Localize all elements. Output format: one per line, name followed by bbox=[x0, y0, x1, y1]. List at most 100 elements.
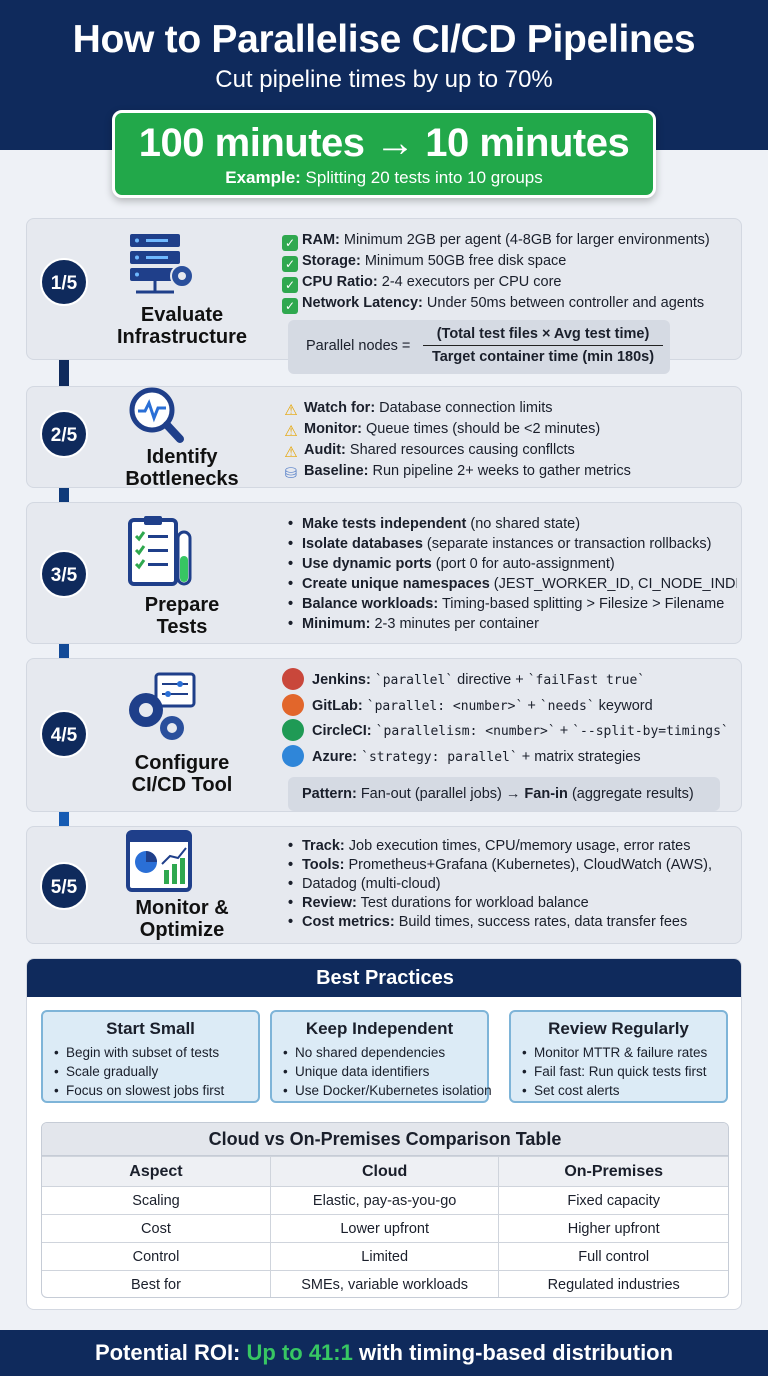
practice-title: Start Small bbox=[106, 1019, 195, 1038]
column-header: Cloud bbox=[269, 1156, 500, 1187]
table-row: Cost Lower upfront Higher upfront bbox=[42, 1214, 728, 1243]
list-item: ✓RAM: Minimum 2GB per agent (4-8GB for l… bbox=[282, 230, 737, 251]
list-item: Cost metrics: Build times, success rates… bbox=[282, 913, 737, 932]
list-item: ✓Network Latency: Under 50ms between con… bbox=[282, 293, 737, 314]
practice-card-start-small: Start Small Begin with subset of tests S… bbox=[41, 1010, 260, 1103]
practice-card-review-regularly: Review Regularly Monitor MTTR & failure … bbox=[509, 1010, 728, 1103]
list-item: Balance workloads: Timing-based splittin… bbox=[282, 594, 737, 614]
step-items: Make tests independent (no shared state)… bbox=[282, 514, 737, 634]
table-row: Control Limited Full control bbox=[42, 1242, 728, 1271]
list-item: ⚠Audit: Shared resources causing confllc… bbox=[282, 440, 737, 461]
clipboard-testtube-icon bbox=[122, 514, 196, 590]
list-item: Use dynamic ports (port 0 for auto-assig… bbox=[282, 554, 737, 574]
list-item: ✓CPU Ratio: 2-4 executors per CPU core bbox=[282, 272, 737, 293]
check-icon: ✓ bbox=[282, 256, 298, 272]
practice-title: Review Regularly bbox=[548, 1019, 689, 1038]
azure-icon bbox=[282, 744, 304, 767]
list-item: Make tests independent (no shared state) bbox=[282, 514, 737, 534]
list-item-continuation: Datadog (multi-cloud) bbox=[282, 875, 737, 894]
formula-denominator: Target container time (min 180s) bbox=[431, 349, 655, 365]
table-cell: Limited bbox=[269, 1242, 500, 1271]
gitlab-icon bbox=[282, 693, 304, 716]
table-cell: Higher upfront bbox=[498, 1214, 728, 1243]
gears-panel-icon bbox=[122, 672, 196, 744]
step-badge: 2/5 bbox=[40, 410, 88, 458]
list-item: ⚠Monitor: Queue times (should be <2 minu… bbox=[282, 419, 737, 440]
warning-icon: ⚠ bbox=[284, 444, 298, 461]
list-item: Set cost alerts bbox=[521, 1081, 726, 1100]
list-item: Fail fast: Run quick tests first bbox=[521, 1062, 726, 1081]
page-subtitle: Cut pipeline times by up to 70% bbox=[215, 66, 553, 93]
page-title: How to Parallelise CI/CD Pipelines bbox=[72, 18, 696, 61]
list-item: ⚠Watch for: Database connection limits bbox=[282, 398, 737, 419]
list-item: Create unique namespaces (JEST_WORKER_ID… bbox=[282, 574, 737, 594]
best-practices-title: Best Practices bbox=[27, 959, 741, 997]
hero-banner: 100 minutes → 10 minutes Example: Splitt… bbox=[112, 110, 656, 198]
list-item: Use Docker/Kubernetes isolation bbox=[282, 1081, 492, 1100]
step-items: Track: Job execution times, CPU/memory u… bbox=[282, 837, 737, 932]
list-item: Review: Test durations for workload bala… bbox=[282, 894, 737, 913]
practice-card-keep-independent: Keep Independent No shared dependencies … bbox=[270, 1010, 492, 1103]
server-gear-icon bbox=[122, 232, 196, 296]
step-badge: 4/5 bbox=[40, 710, 88, 758]
list-item: CircleCI: `parallelism: <number>` + `--s… bbox=[282, 719, 737, 745]
table-cell: Scaling bbox=[42, 1186, 271, 1215]
timeline-connector bbox=[59, 595, 69, 708]
list-item: No shared dependencies bbox=[282, 1043, 487, 1062]
circleci-icon bbox=[282, 719, 304, 741]
list-item: Azure: `strategy: parallel` + matrix str… bbox=[282, 744, 737, 771]
fan-out-pattern: Pattern: Fan-out (parallel jobs) → Fan-i… bbox=[288, 777, 720, 811]
practice-title: Keep Independent bbox=[305, 1019, 454, 1038]
table-row: Best for SMEs, variable workloads Regula… bbox=[42, 1270, 728, 1297]
warning-icon: ⚠ bbox=[284, 402, 298, 419]
roi-highlight: Up to 41:1 bbox=[246, 1340, 353, 1365]
list-item: ⛁Baseline: Run pipeline 2+ weeks to gath… bbox=[282, 461, 737, 482]
database-icon: ⛁ bbox=[284, 465, 298, 482]
formula-numerator: (Total test files × Avg test time) bbox=[423, 326, 663, 346]
table-cell: Cost bbox=[42, 1214, 271, 1243]
list-item: Begin with subset of tests bbox=[53, 1043, 258, 1062]
jenkins-icon bbox=[282, 668, 304, 690]
list-item: Focus on slowest jobs first bbox=[53, 1081, 258, 1100]
table-row: Scaling Elastic, pay-as-you-go Fixed cap… bbox=[42, 1186, 728, 1215]
hero-headline: 100 minutes → 10 minutes bbox=[138, 121, 630, 165]
list-item: ✓Storage: Minimum 50GB free disk space bbox=[282, 251, 737, 272]
table-cell: Fixed capacity bbox=[498, 1186, 728, 1215]
check-icon: ✓ bbox=[282, 235, 298, 251]
list-item: GitLab: `parallel: <number>` + `needs` k… bbox=[282, 693, 737, 720]
list-item: Tools: Prometheus+Grafana (Kubernetes), … bbox=[282, 856, 737, 875]
step-badge: 5/5 bbox=[40, 862, 88, 910]
column-header: On-Premises bbox=[498, 1156, 728, 1187]
dashboard-chart-icon bbox=[122, 830, 196, 894]
step-badge: 3/5 bbox=[40, 550, 88, 598]
roi-footer: Potential ROI: Up to 41:1 with timing-ba… bbox=[0, 1330, 768, 1376]
magnifier-pulse-icon bbox=[122, 384, 196, 448]
warning-icon: ⚠ bbox=[284, 423, 298, 440]
hero-example-label: Example: bbox=[225, 168, 301, 187]
tool-list: Jenkins: `parallel` directive + `failFas… bbox=[282, 668, 737, 770]
step-label: Monitor &Optimize bbox=[135, 897, 229, 941]
column-header: Aspect bbox=[42, 1156, 271, 1187]
table-cell: Best for bbox=[42, 1270, 271, 1297]
check-icon: ✓ bbox=[282, 298, 298, 314]
step-items: ⚠Watch for: Database connection limits ⚠… bbox=[282, 398, 737, 482]
parallel-nodes-formula: Parallel nodes = (Total test files × Avg… bbox=[288, 320, 670, 374]
list-item: Monitor MTTR & failure rates bbox=[521, 1043, 726, 1062]
table-cell: Lower upfront bbox=[269, 1214, 500, 1243]
table-cell: Elastic, pay-as-you-go bbox=[269, 1186, 500, 1215]
hero-example: Example: Splitting 20 tests into 10 grou… bbox=[115, 168, 653, 188]
step-items: ✓RAM: Minimum 2GB per agent (4-8GB for l… bbox=[282, 230, 737, 314]
formula-label: Parallel nodes = bbox=[306, 338, 411, 354]
table-cell: Control bbox=[42, 1242, 271, 1271]
hero-example-text: Splitting 20 tests into 10 groups bbox=[300, 168, 543, 187]
list-item: Minimum: 2-3 minutes per container bbox=[282, 614, 737, 634]
list-item: Jenkins: `parallel` directive + `failFas… bbox=[282, 668, 737, 694]
list-item: Unique data identifiers bbox=[282, 1062, 487, 1081]
list-item: Scale gradually bbox=[53, 1062, 258, 1081]
comparison-table: Cloud vs On-Premises Comparison Table As… bbox=[41, 1122, 729, 1298]
list-item: Track: Job execution times, CPU/memory u… bbox=[282, 837, 737, 856]
